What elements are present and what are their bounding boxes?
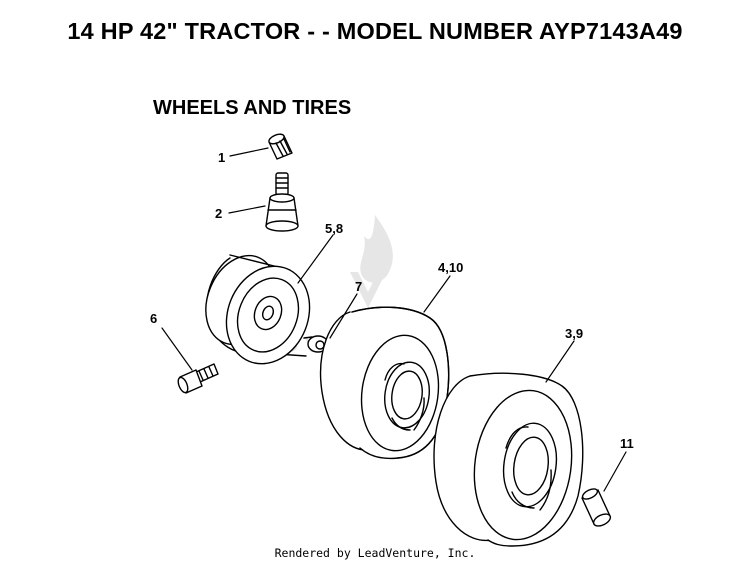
leader-line-11 [603,451,627,492]
part-bolt [177,363,219,394]
part-front-tire [319,306,450,460]
part-valve-cap [268,133,293,160]
watermark-flame-icon [360,215,393,283]
leader-line-2 [228,205,266,214]
page-title: 14 HP 42" TRACTOR - - MODEL NUMBER AYP71… [67,18,683,44]
footer-credit: Rendered by LeadVenture, Inc. [274,546,476,560]
callout-2[interactable]: 2 [215,206,222,221]
callout-4-10[interactable]: 4,10 [438,260,463,275]
part-valve-stem [265,172,299,232]
callout-6[interactable]: 6 [150,311,157,326]
watermark-v-icon [350,272,386,308]
leader-line-3-9 [545,340,575,383]
leader-lines [161,147,627,492]
part-rear-tire [433,372,584,547]
leader-line-5-8 [297,234,334,284]
leader-line-7 [329,293,358,339]
callouts: 1 2 5,8 6 7 4,10 3,9 11 [150,150,634,451]
leader-line-6 [161,327,193,371]
part-wheel-rim [205,254,311,365]
callout-3-9[interactable]: 3,9 [565,326,583,341]
callout-7[interactable]: 7 [355,279,362,294]
callout-11[interactable]: 11 [620,436,634,451]
leader-line-4-10 [423,275,451,313]
callout-1[interactable]: 1 [218,150,225,165]
leader-line-1 [229,147,269,157]
section-title: WHEELS AND TIRES [153,97,352,119]
callout-5-8[interactable]: 5,8 [325,221,343,236]
part-bushing [581,488,612,527]
